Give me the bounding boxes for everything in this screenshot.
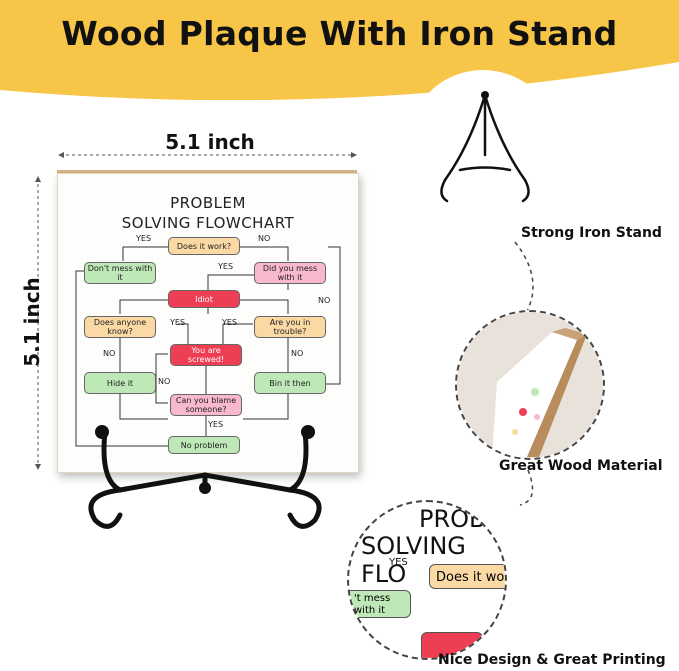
box-can-you-blame: Can you blame someone? (170, 394, 242, 416)
banner-title: Wood Plaque With Iron Stand (61, 14, 618, 53)
zoom-yes-label: YES (389, 557, 408, 568)
label-yes: YES (218, 262, 234, 271)
zoom-dont-mess-box: 't mess with it (349, 590, 411, 618)
feature-stand-caption: Strong Iron Stand (521, 225, 662, 241)
box-idiot: Idiot (168, 290, 240, 308)
box-are-you-in-trouble: Are you in trouble? (254, 316, 326, 338)
feature-circle-design: PROBLE SOLVING FLO YES Does it wo 't mes… (347, 500, 507, 660)
label-yes: YES (170, 318, 186, 327)
flowchart-connectors (75, 246, 341, 447)
flowchart-title-line1: PROBLEM (170, 194, 246, 212)
box-did-you-mess: Did you mess with it (254, 262, 326, 284)
label-yes: YES (136, 234, 152, 243)
width-label: 5.1 inch (165, 130, 255, 154)
box-does-anyone-know: Does anyone know? (84, 316, 156, 338)
label-no: NO (291, 349, 304, 358)
label-yes: YES (222, 318, 238, 327)
feature-wood-caption: Great Wood Material (499, 458, 663, 474)
label-no: NO (158, 377, 171, 386)
box-bin-it-then: Bin it then (254, 372, 326, 394)
wood-closeup-image (457, 312, 603, 458)
box-dont-mess: Don't mess with it (84, 262, 156, 284)
height-label: 5.1 inch (20, 277, 44, 367)
feature-circle-wood (455, 310, 605, 460)
flowchart-title-line2: SOLVING FLOWCHART (121, 214, 295, 232)
wood-plaque: PROBLEM SOLVING FLOWCHART Does it work? … (57, 173, 359, 473)
label-no: NO (258, 234, 271, 243)
iron-stand-icon (440, 91, 530, 203)
label-no: NO (318, 296, 331, 305)
label-yes: YES (208, 420, 224, 429)
zoom-idiot-box (421, 632, 483, 658)
iron-stand-front (88, 425, 322, 529)
zoom-does-it-work-box: Does it wo (429, 564, 505, 589)
box-you-are-screwed: You are screwed! (170, 344, 242, 366)
label-no: NO (103, 349, 116, 358)
box-does-it-work: Does it work? (168, 237, 240, 255)
zoom-title-line2: SOLVING FLO (361, 532, 466, 588)
box-no-problem: No problem (168, 436, 240, 454)
feature-design-caption: Nice Design & Great Printing (438, 652, 666, 668)
zoom-title-line1: PROBLE (419, 505, 507, 533)
box-hide-it: Hide it (84, 372, 156, 394)
